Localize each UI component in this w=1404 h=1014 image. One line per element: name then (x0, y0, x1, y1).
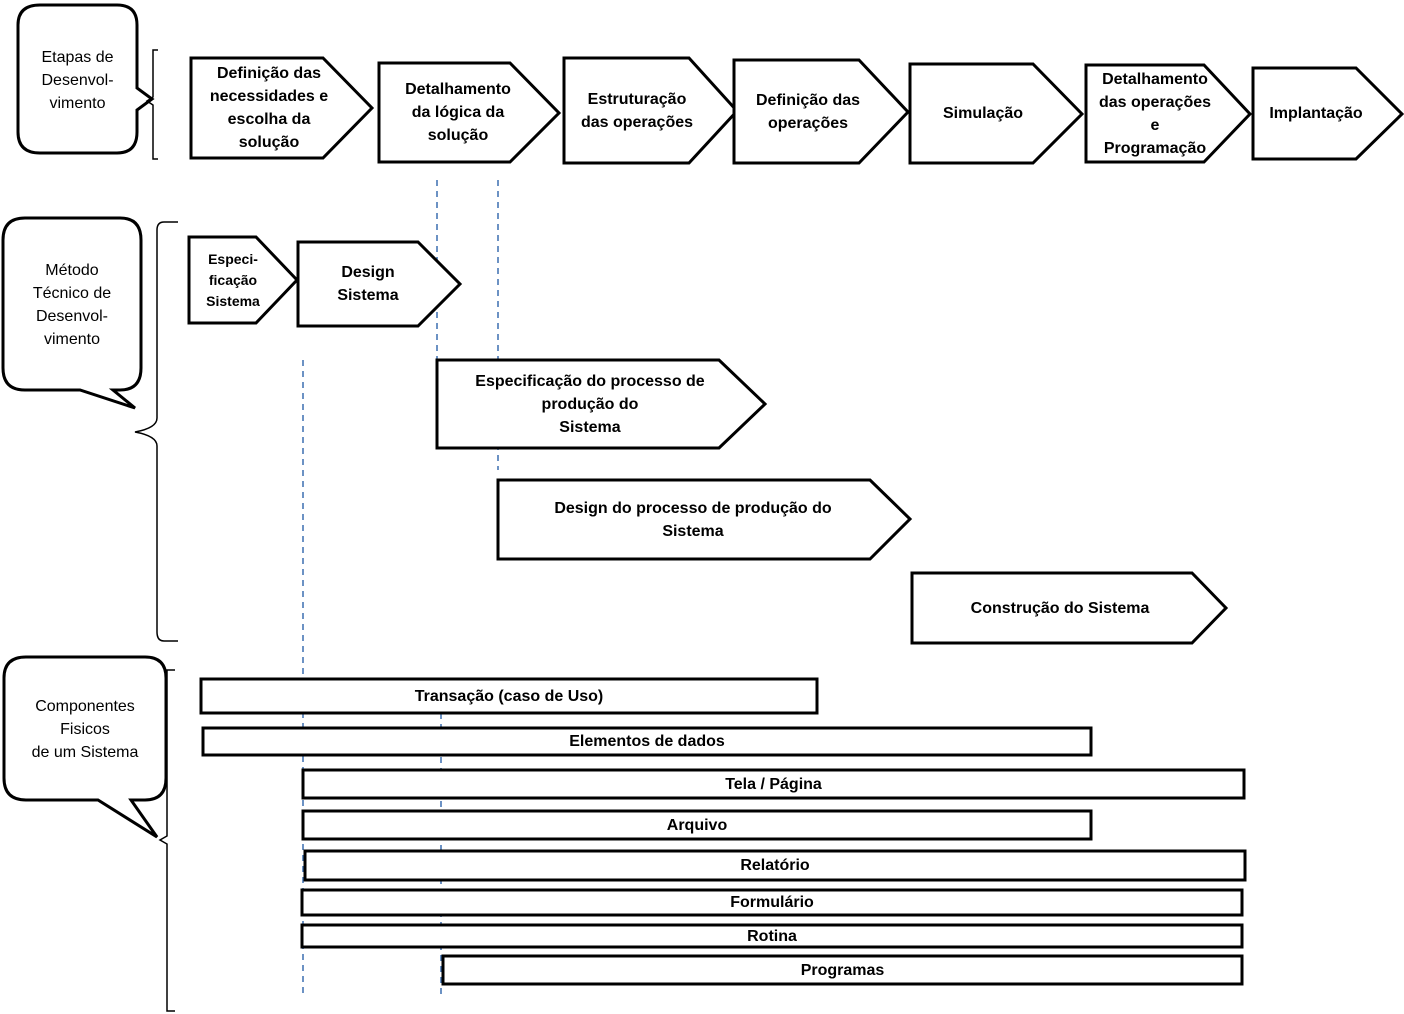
metodo-shape-2 (296, 240, 463, 328)
brace-componentes (158, 669, 175, 1012)
etapa-label-5: Simulação (942, 105, 1024, 122)
etapa-shape-1 (189, 56, 375, 160)
componente-bar-4 (301, 809, 1093, 841)
componente-bar-3 (301, 768, 1246, 800)
etapa-shape-4 (732, 58, 911, 165)
callout-metodo-label: Método Técnico de Desenvol- vimento (32, 262, 112, 348)
componente-label-6: Formulário (730, 894, 814, 911)
metodo-label-1: Especi- ficação Sistema (206, 250, 260, 309)
metodo-label-5: Construção do Sistema (970, 599, 1150, 617)
metodo-shape-5 (910, 571, 1229, 645)
callout-componentes-label: Componentes Fisicos de um Sistema (31, 697, 139, 761)
brace-etapas (145, 49, 158, 160)
callout-etapas-shape (16, 3, 155, 155)
etapa-shape-3 (562, 56, 740, 165)
componente-label-8: Programas (800, 961, 885, 979)
componente-bar-5 (303, 849, 1247, 882)
etapa-shape-2 (377, 61, 562, 164)
componente-bar-7 (300, 923, 1244, 949)
brace-metodo (134, 221, 178, 642)
etapa-shape-7 (1251, 66, 1404, 161)
etapa-label-4: Definição das operações (755, 91, 861, 132)
metodo-label-3: Especificação do processo de produção do… (475, 372, 705, 436)
etapa-shape-5 (908, 62, 1085, 165)
callout-metodo-shape (1, 216, 143, 410)
componente-label-2: Elementos de dados (569, 733, 725, 750)
metodo-label-2: Design Sistema (337, 264, 399, 304)
metodo-shape-3 (435, 358, 768, 450)
metodo-shape-4 (496, 478, 913, 561)
etapa-label-7: Implantação (1269, 105, 1363, 122)
componente-label-5: Relatório (740, 857, 810, 874)
componente-label-4: Arquivo (666, 816, 728, 834)
callout-etapas-label: Etapas de Desenvol- vimento (41, 48, 114, 112)
componente-label-3: Tela / Página (725, 775, 822, 793)
etapa-label-2: Detalhamento da lógica da solução (405, 81, 511, 144)
componente-label-1: Transação (caso de Uso) (414, 687, 604, 705)
callout-componentes-shape (2, 655, 168, 839)
componente-bar-8 (441, 954, 1244, 986)
metodo-label-4: Design do processo de produção do Sistem… (554, 499, 832, 540)
etapa-label-3: Estruturação das operações (580, 90, 694, 131)
componente-label-7: Rotina (747, 927, 797, 945)
componente-bar-2 (201, 726, 1093, 757)
componente-bar-1 (199, 677, 819, 715)
etapa-shape-6 (1084, 63, 1253, 164)
etapa-label-1: Definição das necessidades e escolha da … (209, 65, 329, 151)
metodo-shape-1 (187, 235, 300, 325)
etapa-label-6: Detalhamento das operações e Programação (1098, 70, 1212, 157)
componente-bar-6 (300, 888, 1244, 917)
